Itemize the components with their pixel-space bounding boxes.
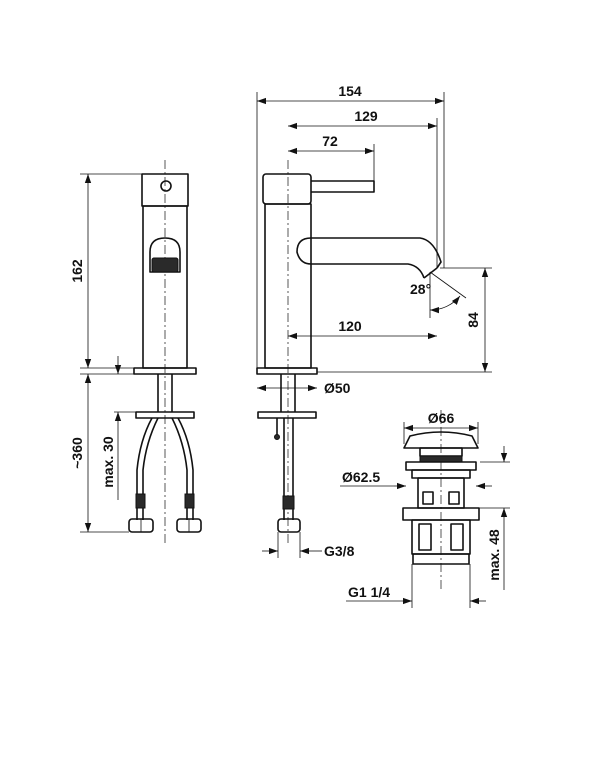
dim-g38-label: G3/8	[324, 543, 355, 559]
dim-625-label: Ø62.5	[342, 469, 380, 485]
front-mounting-nut	[135, 411, 195, 419]
dim-66-label: Ø66	[428, 410, 455, 426]
dim-154-label: 154	[338, 83, 362, 99]
waste-window-right	[448, 491, 460, 505]
dim-max30-label: max. 30	[100, 436, 116, 488]
lever-screw	[160, 180, 172, 192]
side-hose-nut	[277, 518, 301, 533]
dim-129-label: 129	[354, 108, 378, 124]
side-spout-tube	[311, 237, 442, 279]
angle-flow-line	[429, 271, 467, 299]
waste-window-left	[422, 491, 434, 505]
dim-72-label: 72	[322, 133, 338, 149]
waste-cap-seal	[419, 455, 463, 463]
waste-tail	[412, 553, 470, 565]
side-pin-end	[274, 434, 280, 440]
front-base-ring	[133, 367, 197, 375]
side-spout-outlet	[423, 267, 438, 279]
side-base-ring	[256, 367, 318, 375]
waste-thread-inner-right	[450, 523, 464, 551]
side-hose-sleeve	[282, 495, 295, 510]
dim-angle-label: 28°	[410, 281, 431, 297]
waste-thread-inner-left	[418, 523, 432, 551]
side-mounting-nut	[257, 411, 317, 419]
front-hose-right-outer	[177, 417, 194, 520]
dim-120-label: 120	[338, 318, 362, 334]
side-lever	[311, 180, 375, 193]
side-spout	[296, 237, 312, 265]
front-hose-sleeve-left	[135, 493, 146, 509]
angle-arc	[429, 295, 461, 314]
front-view: 162 ~360 max. 30	[69, 160, 202, 545]
front-hose-left-inner	[142, 417, 159, 520]
front-aerator-outline	[149, 237, 181, 273]
front-hose-sleeve-right	[184, 493, 195, 509]
dim-g114-label: G1 1/4	[348, 584, 390, 600]
front-aerator	[151, 257, 179, 273]
front-hose-right-inner	[171, 417, 188, 520]
dim-48-label: max. 48	[486, 529, 502, 581]
dim-360-label: ~360	[69, 437, 85, 469]
dim-50-label: Ø50	[324, 380, 351, 396]
waste-view: Ø66 Ø62.5 max. 48 G1 1/4	[340, 410, 510, 608]
waste-cap	[403, 431, 479, 449]
front-hose-left-outer	[136, 417, 153, 520]
side-lever-head	[262, 173, 312, 205]
dim-84-label: 84	[465, 312, 481, 328]
side-view: 154 129 72 120 84 28° Ø50 G3/8	[256, 83, 492, 559]
dim-162-label: 162	[69, 259, 85, 283]
